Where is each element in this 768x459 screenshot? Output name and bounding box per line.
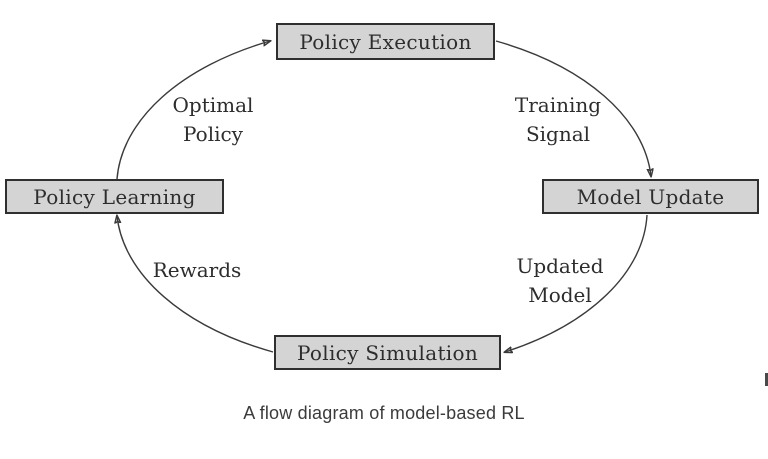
edge-label-updated-model: Updated Model <box>485 252 635 310</box>
edge-arc-updated-model <box>505 214 648 352</box>
edge-label-line: Optimal <box>172 93 254 117</box>
node-model-update-label: Model Update <box>576 184 725 209</box>
edge-label-line: Training <box>514 93 602 117</box>
node-policy-execution: Policy Execution <box>276 23 495 60</box>
node-model-update: Model Update <box>542 179 759 214</box>
edge-arc-rewards <box>117 216 274 353</box>
edge-arc-training-signal <box>495 40 651 176</box>
edge-label-line: Updated <box>516 254 604 278</box>
node-policy-simulation: Policy Simulation <box>274 335 501 370</box>
edge-label-line: Signal <box>525 122 591 146</box>
figure-caption: A flow diagram of model-based RL <box>243 403 525 423</box>
edge-arc-optimal-policy <box>116 41 270 180</box>
edge-label-line: Model <box>528 283 592 307</box>
node-policy-learning: Policy Learning <box>5 179 224 214</box>
node-policy-simulation-label: Policy Simulation <box>296 340 479 365</box>
edge-label-rewards: Rewards <box>122 256 272 285</box>
edge-label-line: Rewards <box>152 258 242 282</box>
edge-label-training-signal: Training Signal <box>483 91 633 149</box>
edge-label-optimal-policy: Optimal Policy <box>138 91 288 149</box>
node-policy-execution-label: Policy Execution <box>299 29 472 54</box>
node-policy-learning-label: Policy Learning <box>33 184 196 209</box>
edge-label-line: Policy <box>183 122 243 146</box>
right-edge-artifact <box>765 373 768 386</box>
